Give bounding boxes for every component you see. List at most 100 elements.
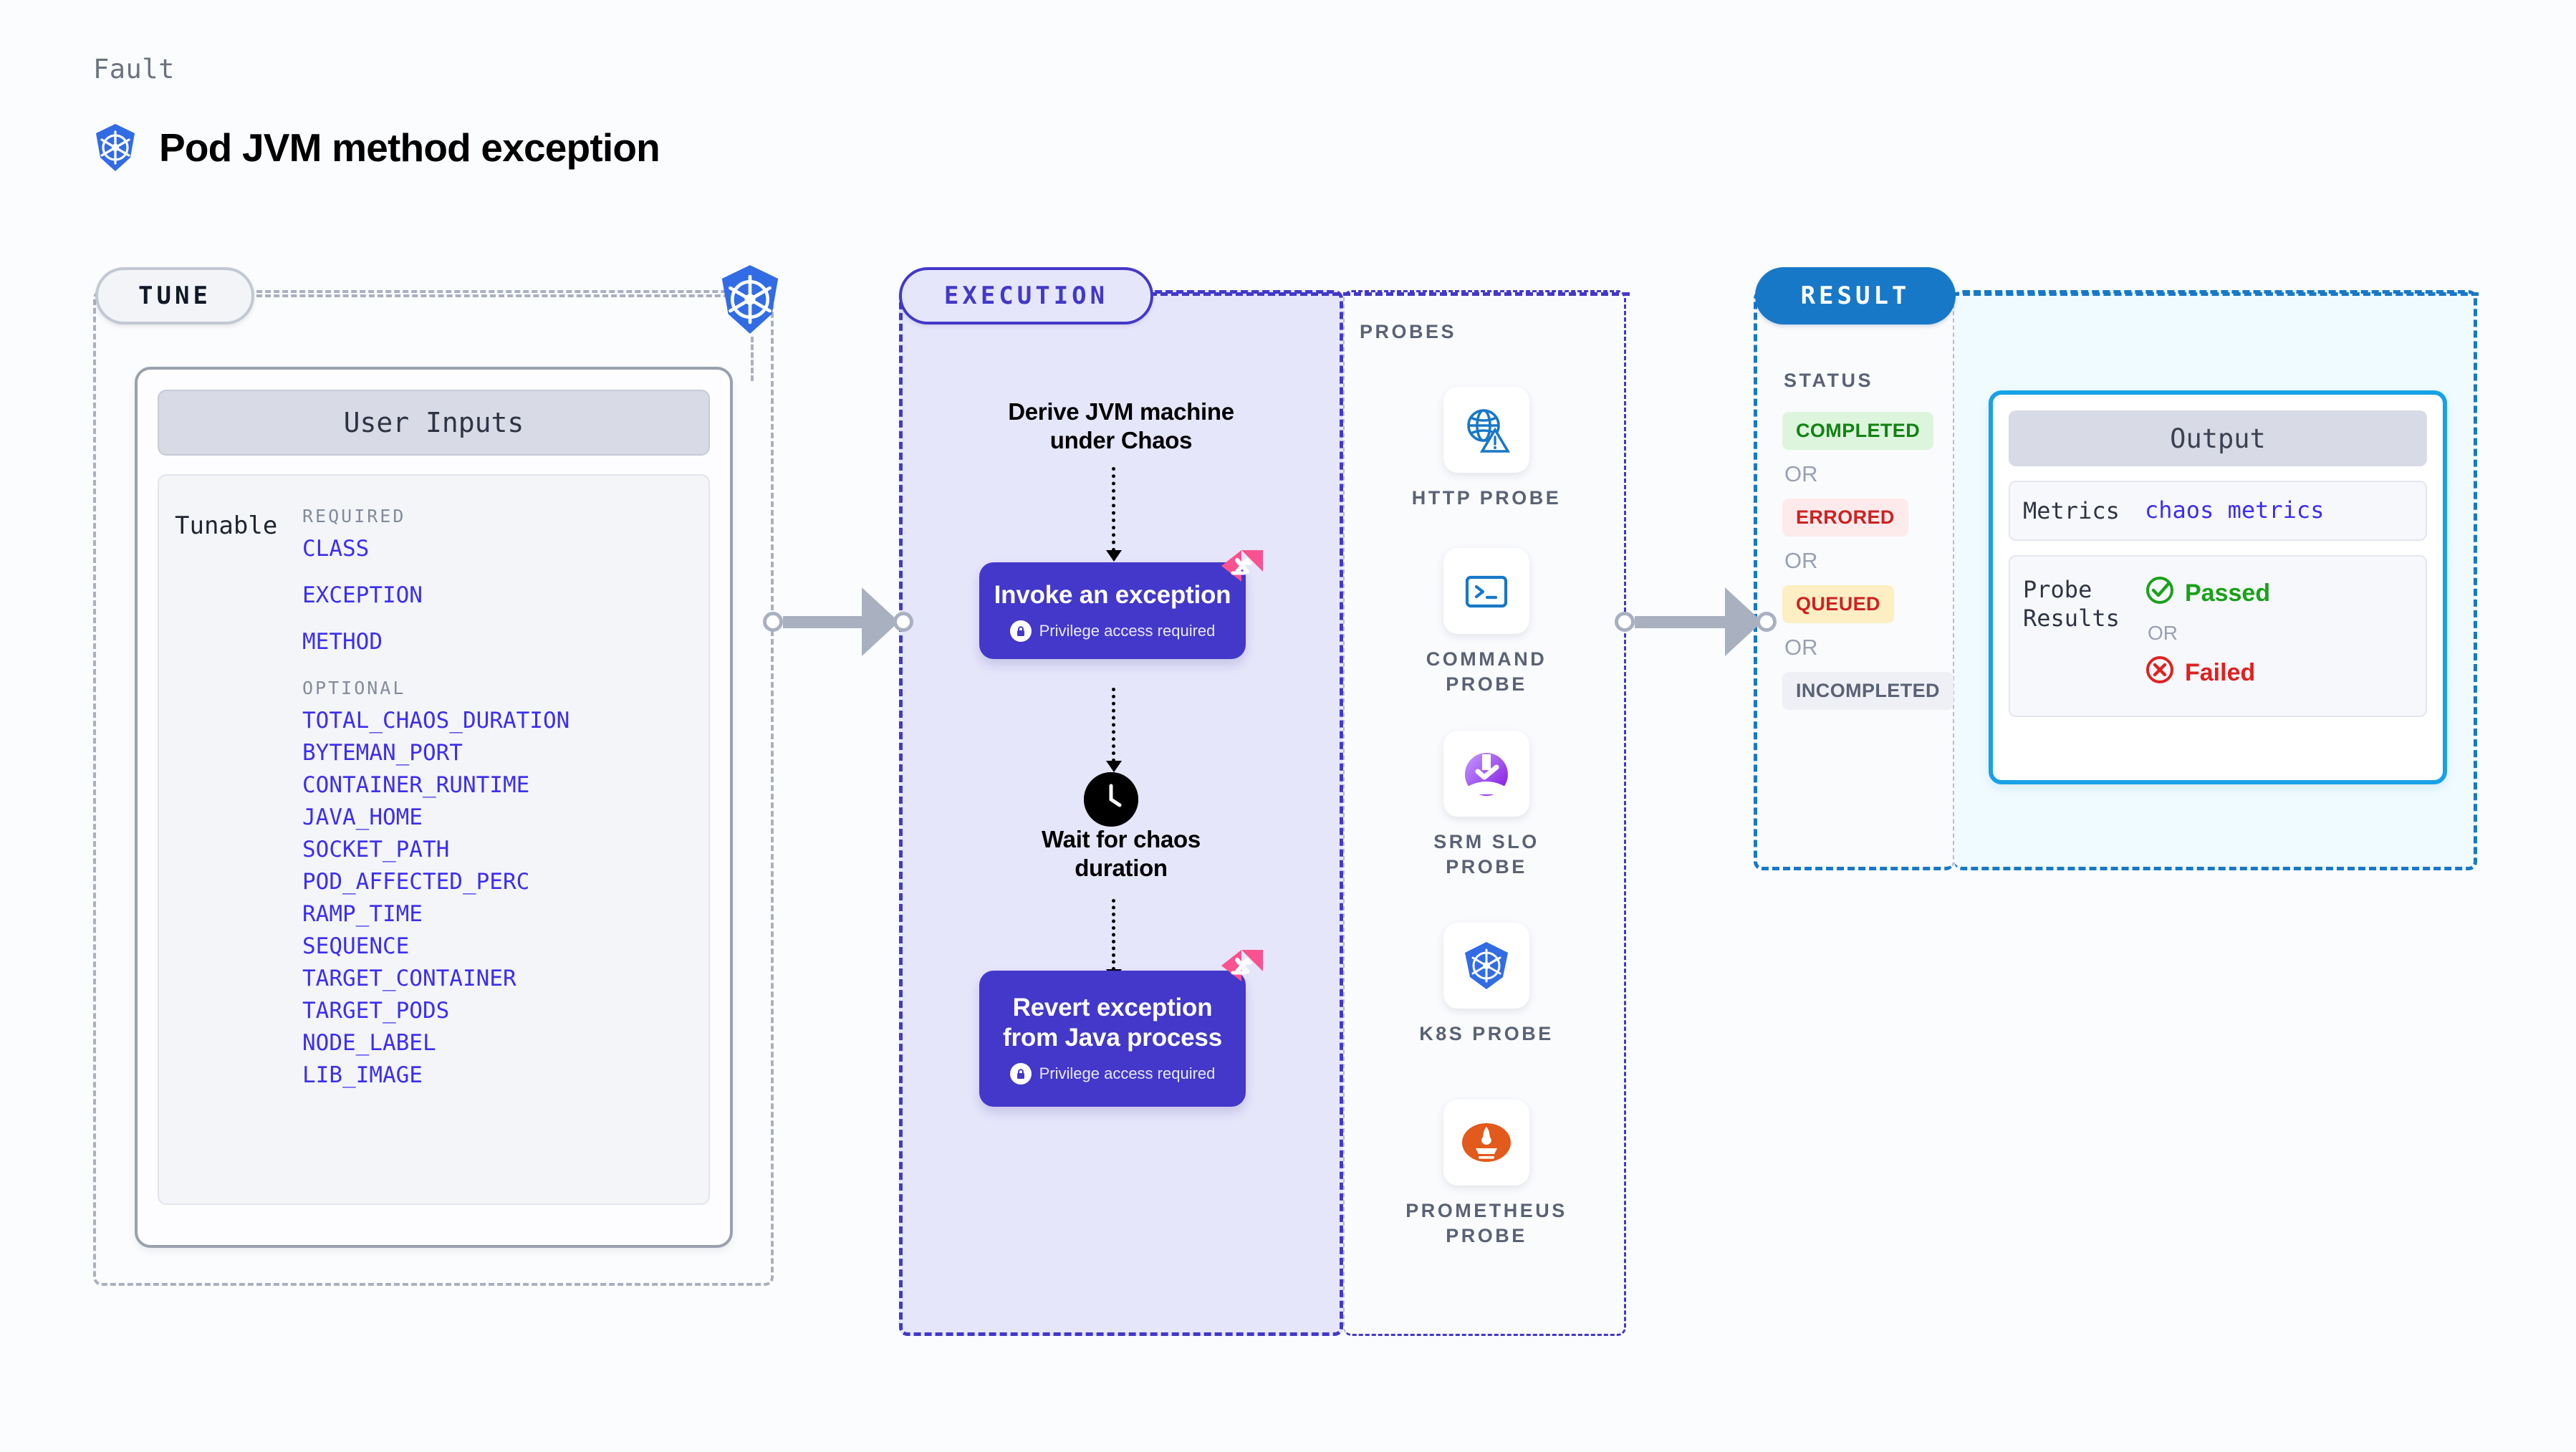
optional-param-list: TOTAL_CHAOS_DURATION BYTEMAN_PORT CONTAI… — [302, 710, 708, 1087]
fault-kicker: Fault — [93, 54, 175, 85]
harness-fault-icon — [1216, 544, 1267, 596]
param-node-label[interactable]: NODE_LABEL — [302, 1030, 436, 1056]
tune-section-frame — [93, 290, 774, 1286]
stage-pill-tune[interactable]: TUNE — [95, 267, 254, 324]
group-heading-required: REQUIRED — [302, 506, 406, 527]
harness-fault-icon — [1216, 944, 1267, 996]
globe-warning-icon — [1443, 387, 1529, 473]
connector-arrowhead — [862, 587, 899, 656]
tune-top-connector — [256, 294, 729, 297]
probe-result-passed: Passed — [2145, 575, 2426, 612]
probes-title: PROBES — [1360, 321, 1457, 342]
param-method[interactable]: METHOD — [302, 629, 383, 655]
execution-card-title: Invoke an exception — [994, 580, 1231, 609]
result-section-frame — [1754, 290, 1954, 870]
x-circle-icon — [2145, 655, 2175, 691]
param-target-container[interactable]: TARGET_CONTAINER — [302, 966, 516, 991]
param-sequence[interactable]: SEQUENCE — [302, 933, 410, 959]
probe-result-passed-label: Passed — [2185, 580, 2271, 607]
output-header: Output — [2009, 410, 2427, 466]
probe-label: HTTP PROBE — [1411, 487, 1562, 509]
probe-result-failed-label: Failed — [2185, 659, 2256, 686]
clock-icon — [1084, 772, 1138, 827]
status-or-2: OR — [1784, 548, 1818, 573]
status-or-1: OR — [1784, 461, 1818, 486]
user-inputs-card: User Inputs Tunable REQUIRED CLASS EXCEP… — [135, 367, 733, 1248]
param-ramp-time[interactable]: RAMP_TIME — [302, 901, 423, 927]
output-metrics-value[interactable]: chaos metrics — [2145, 496, 2325, 524]
probe-result-or: OR — [2148, 622, 2178, 644]
connector-node-end — [893, 612, 913, 632]
connector-probes-to-result — [1615, 587, 1777, 656]
tunable-label: Tunable — [175, 511, 278, 540]
connector-node-start — [1615, 612, 1635, 632]
stage-pill-result[interactable]: RESULT — [1755, 267, 1956, 324]
probe-item-http[interactable]: HTTP PROBE — [1404, 387, 1569, 511]
probe-result-failed: Failed — [2145, 655, 2426, 691]
prometheus-icon — [1443, 1100, 1529, 1186]
param-byteman-port[interactable]: BYTEMAN_PORT — [302, 740, 463, 766]
check-circle-icon — [2145, 575, 2175, 612]
execution-card-subtitle-text: Privilege access required — [1039, 1064, 1216, 1082]
terminal-icon — [1443, 548, 1529, 634]
group-heading-optional: OPTIONAL — [302, 678, 406, 698]
execution-card-subtitle: Privilege access required — [1009, 1063, 1216, 1085]
connector-node-end — [1756, 612, 1777, 632]
kubernetes-icon — [1443, 923, 1529, 1009]
required-param-list: CLASS EXCEPTION METHOD — [302, 538, 708, 653]
srm-slo-icon — [1443, 731, 1529, 817]
status-badge-errored: ERRORED — [1782, 499, 1908, 537]
probe-item-k8s[interactable]: K8S PROBE — [1404, 923, 1569, 1047]
kubernetes-icon — [93, 123, 138, 172]
tune-kubernetes-icon — [718, 264, 782, 339]
result-top-connector — [1952, 292, 2479, 296]
execution-card-invoke[interactable]: Invoke an exception Privilege access req… — [979, 562, 1246, 659]
status-badge-completed: COMPLETED — [1782, 412, 1934, 450]
param-container-runtime[interactable]: CONTAINER_RUNTIME — [302, 772, 530, 798]
param-lib-image[interactable]: LIB_IMAGE — [302, 1062, 423, 1088]
param-pod-affected-perc[interactable]: POD_AFFECTED_PERC — [302, 869, 530, 895]
param-class[interactable]: CLASS — [302, 536, 370, 562]
status-title: STATUS — [1784, 370, 1873, 391]
connector-tune-to-execution — [763, 587, 913, 656]
output-row-metrics: Metrics chaos metrics — [2009, 481, 2427, 541]
execution-card-subtitle-text: Privilege access required — [1039, 621, 1216, 640]
status-badge-incompleted: INCOMPLETED — [1782, 672, 1953, 710]
execution-card-subtitle: Privilege access required — [1009, 620, 1216, 642]
tunable-params: REQUIRED CLASS EXCEPTION METHOD OPTIONAL… — [302, 496, 708, 1203]
lock-icon — [1009, 1063, 1032, 1085]
param-total-chaos-duration[interactable]: TOTAL_CHAOS_DURATION — [302, 708, 570, 734]
param-java-home[interactable]: JAVA_HOME — [302, 804, 423, 830]
stage-pill-execution[interactable]: EXECUTION — [899, 267, 1153, 324]
param-exception[interactable]: EXCEPTION — [302, 582, 423, 608]
tunable-row: Tunable REQUIRED CLASS EXCEPTION METHOD … — [158, 474, 710, 1205]
param-target-pods[interactable]: TARGET_PODS — [302, 998, 450, 1024]
tune-kubernetes-stem — [751, 337, 754, 381]
param-socket-path[interactable]: SOCKET_PATH — [302, 837, 450, 862]
output-metrics-key: Metrics — [2023, 497, 2120, 524]
flow-arrow-3 — [1106, 899, 1122, 981]
status-badge-queued: QUEUED — [1782, 585, 1894, 623]
connector-node-start — [763, 612, 783, 632]
connector-arrowhead — [1725, 587, 1762, 656]
lock-icon — [1009, 620, 1032, 642]
connector-shaft — [1635, 615, 1726, 628]
execution-top-connector — [1150, 292, 1630, 296]
page-title-text: Pod JVM method exception — [159, 125, 660, 170]
probe-label: K8S PROBE — [1419, 1023, 1554, 1044]
flow-arrow-2 — [1106, 688, 1122, 772]
user-inputs-header: User Inputs — [158, 390, 710, 456]
